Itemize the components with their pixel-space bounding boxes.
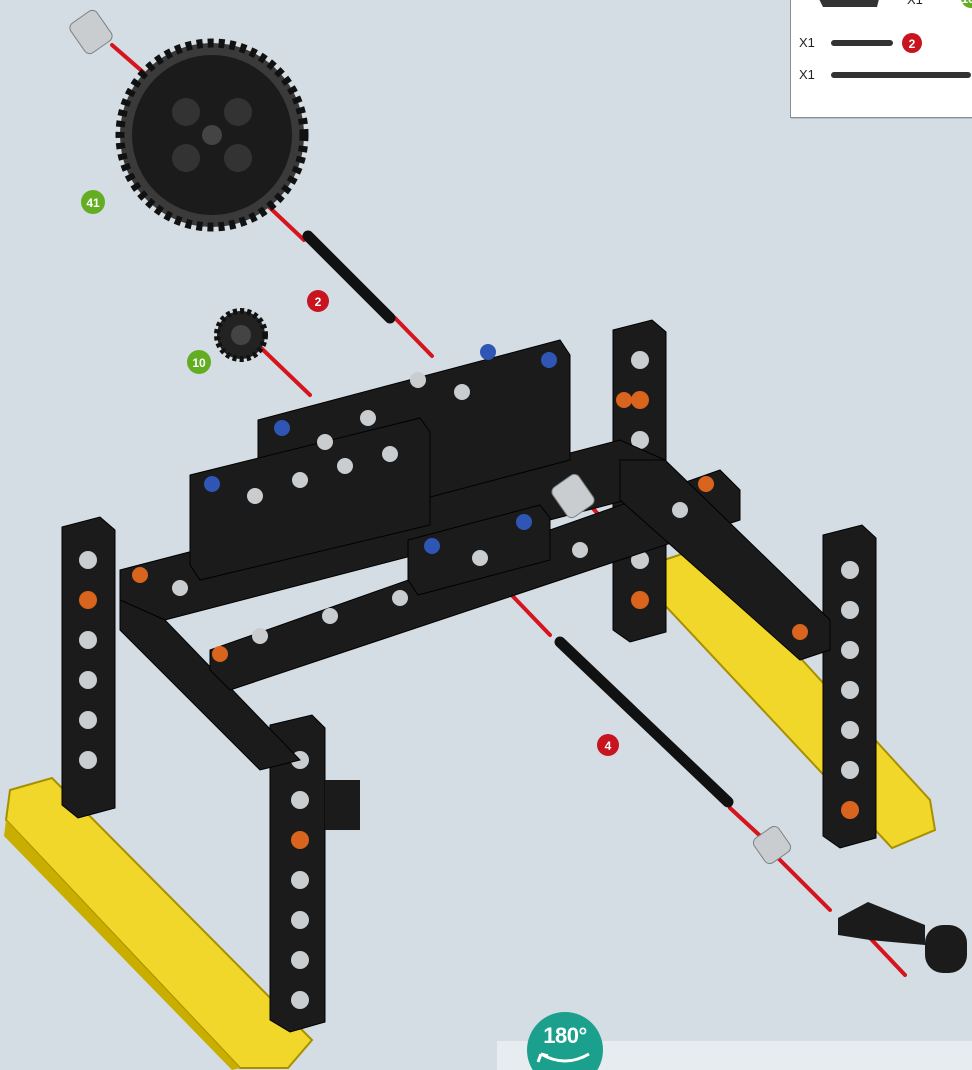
part-axle-short-qty: X1	[799, 36, 815, 50]
callout-axle-long: 4	[597, 734, 619, 756]
parts-list-box: 2 10 X1 X1 X1	[790, 0, 972, 118]
bush-bottom	[751, 824, 793, 866]
callout-gear-small: 10	[187, 350, 211, 374]
rotate-180-label: 180°	[527, 1012, 603, 1049]
part-gear-badge-label: 10	[961, 0, 972, 6]
callout-axle-short-label: 2	[315, 295, 322, 309]
part-axle-long-qty: X1	[799, 68, 815, 82]
part-gear-qty: X1	[907, 0, 923, 7]
callout-gear-large: 41	[81, 190, 105, 214]
yellow-beam-left	[4, 778, 312, 1070]
gear-large	[120, 43, 304, 227]
bush-top	[68, 8, 115, 56]
callout-axle-short: 2	[307, 290, 329, 312]
beam-leg-front-left	[62, 517, 115, 818]
part-gear-fragment	[819, 0, 879, 7]
part-axle-short-icon	[831, 40, 893, 46]
part-axle-long-icon	[831, 72, 971, 78]
crank-handle	[838, 902, 967, 973]
callout-axle-long-label: 4	[605, 739, 612, 753]
callout-gear-large-label: 41	[86, 196, 100, 210]
rotate-arrow-icon	[535, 1050, 595, 1068]
beam-leg-back-right	[823, 525, 876, 848]
axle-long	[560, 642, 728, 802]
parts-list-art: 2 10	[791, 0, 972, 117]
gear-small	[217, 311, 265, 359]
part-axle-short-badge-label: 2	[909, 37, 916, 51]
callout-gear-small-label: 10	[192, 356, 206, 370]
rotate-180-badge: 180°	[527, 1012, 603, 1070]
